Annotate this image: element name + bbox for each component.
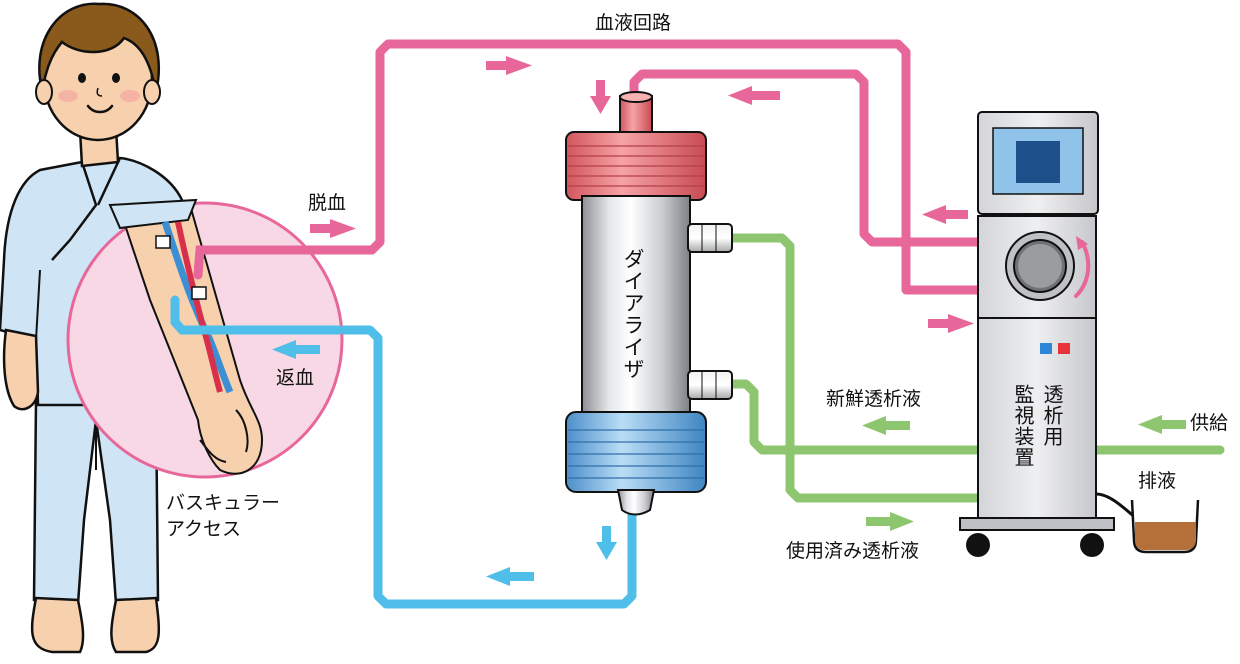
vascular-access-label-line2: アクセス xyxy=(166,518,242,540)
flow-arrows xyxy=(272,56,1186,586)
indicator-blue xyxy=(1040,343,1052,354)
dialysis-machine-label-col1: 透析用 xyxy=(1040,384,1064,447)
dialyzer-label: ダイアライザ xyxy=(621,248,645,380)
dialysis-machine-label-col2: 監視装置 xyxy=(1011,384,1035,468)
fresh-dialysate-label: 新鮮透析液 xyxy=(826,388,922,410)
blood-return-label: 返血 xyxy=(276,367,315,389)
drain-label: 排液 xyxy=(1138,470,1177,492)
arterial-line-to-dialyzer xyxy=(629,69,1015,247)
used-dialysate-line xyxy=(725,233,990,503)
supply-label: 供給 xyxy=(1190,412,1229,434)
used-dialysate-label: 使用済み透析液 xyxy=(786,540,920,562)
dialyzer xyxy=(565,91,733,516)
vascular-access-label-line1: バスキュラー xyxy=(166,492,281,514)
blood-removal-label: 脱血 xyxy=(308,192,347,214)
fresh-dialysate-line xyxy=(725,379,1225,455)
indicator-red xyxy=(1058,343,1070,354)
blood-circuit-label: 血液回路 xyxy=(595,12,672,34)
dialysis-machine xyxy=(959,111,1115,557)
vascular-access-inset xyxy=(66,198,344,479)
drain-container xyxy=(1095,492,1200,554)
